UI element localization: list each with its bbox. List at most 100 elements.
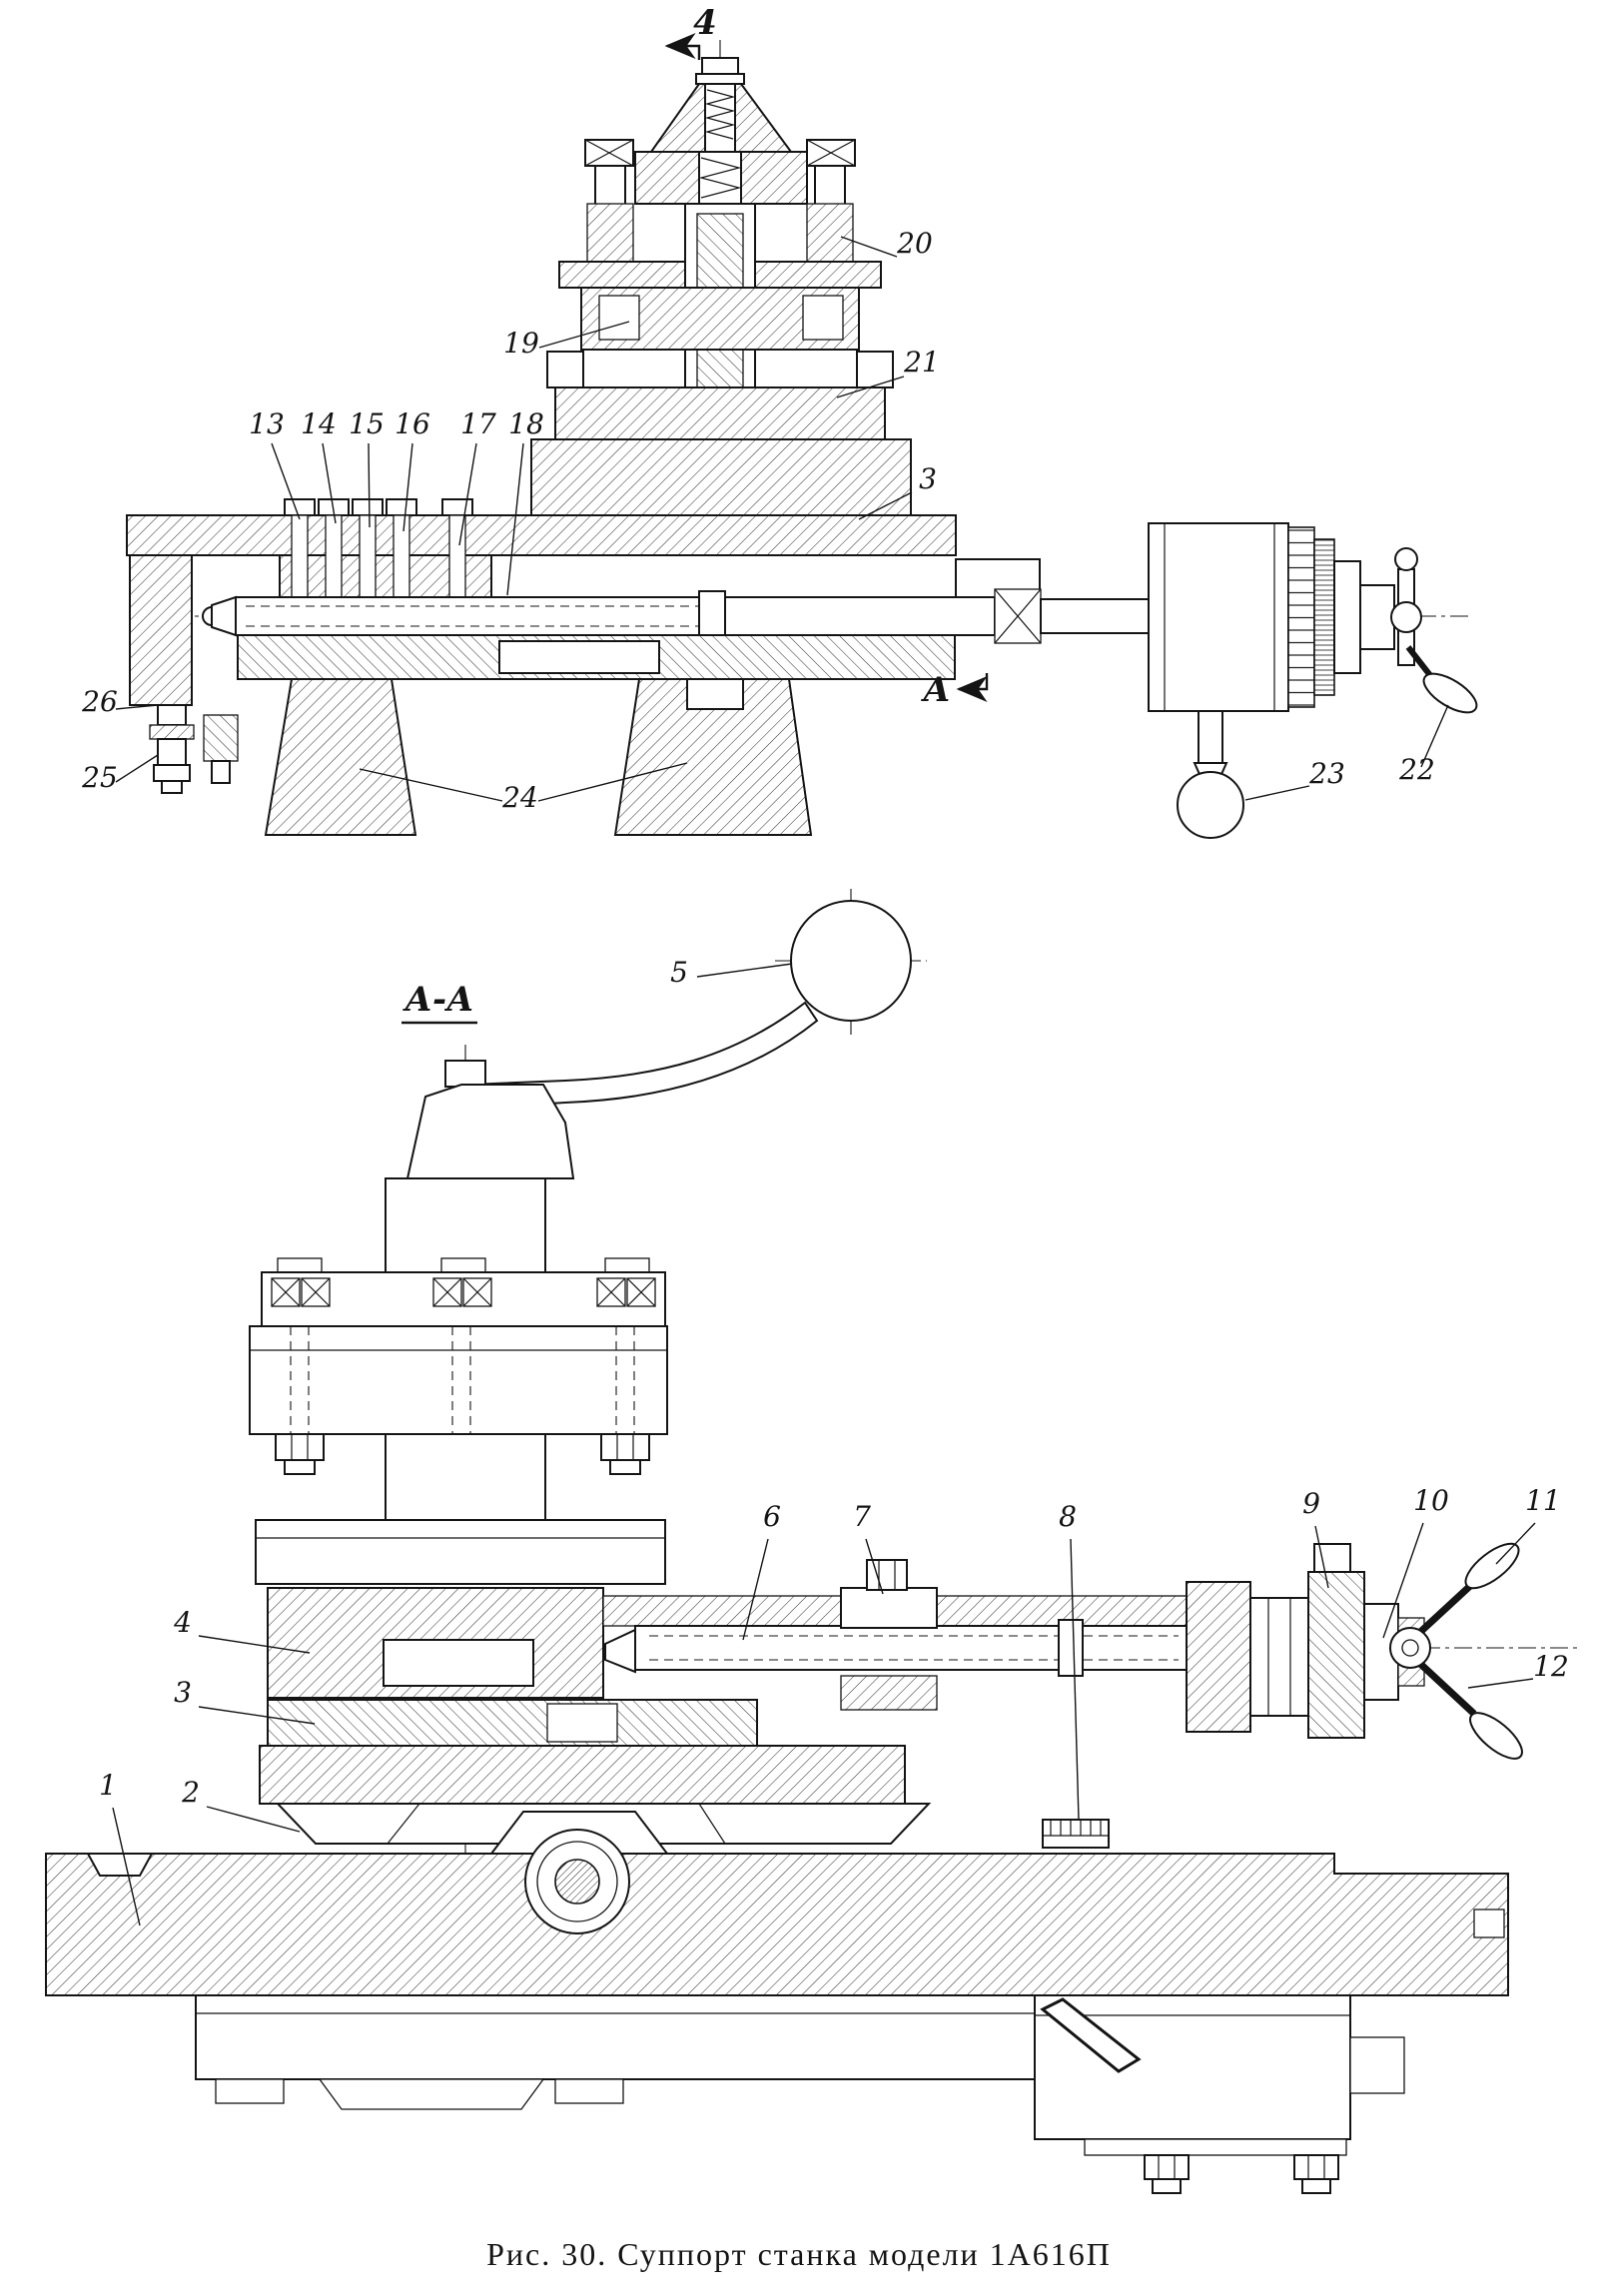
part-number-6: 6 bbox=[763, 1500, 781, 1533]
leader-line-23 bbox=[1244, 785, 1310, 801]
callout-6: 6 bbox=[742, 1500, 781, 1641]
leader-line-18 bbox=[506, 442, 524, 596]
callout-3: 3 bbox=[858, 462, 937, 520]
flange-bolt bbox=[600, 1433, 650, 1475]
leader-line-9 bbox=[1314, 1525, 1329, 1589]
leader-line-14 bbox=[322, 442, 337, 524]
leader-line-12 bbox=[1467, 1678, 1534, 1689]
callout-9: 9 bbox=[1302, 1487, 1329, 1589]
part-number-16: 16 bbox=[395, 407, 430, 440]
callout-24: 24 bbox=[359, 762, 688, 814]
part-number-11: 11 bbox=[1525, 1484, 1561, 1517]
dial-handwheel-assembly bbox=[1148, 522, 1478, 839]
part-number-3: 3 bbox=[174, 1676, 192, 1709]
callout-2: 2 bbox=[181, 1776, 301, 1833]
leader-line-25 bbox=[115, 754, 159, 783]
callout-21: 21 bbox=[836, 346, 940, 398]
lock-lever bbox=[1040, 1997, 1142, 2073]
graduated-dial bbox=[1287, 526, 1315, 708]
callout-7: 7 bbox=[853, 1500, 884, 1595]
upper-slide-4 bbox=[267, 1587, 604, 1699]
part-number-4: 4 bbox=[173, 1606, 192, 1639]
callout-17: 17 bbox=[458, 407, 496, 546]
leader-line-21 bbox=[836, 376, 905, 398]
foundation-bolt bbox=[1293, 2154, 1339, 2194]
part-number-12: 12 bbox=[1533, 1650, 1569, 1683]
crank-handle-22 bbox=[1390, 547, 1478, 714]
callout-13: 13 bbox=[249, 407, 301, 520]
leader-line-13 bbox=[271, 442, 301, 520]
leader-line-1 bbox=[112, 1807, 141, 1926]
part-number-2: 2 bbox=[181, 1776, 200, 1809]
part-number-5: 5 bbox=[670, 956, 688, 989]
leader-line-3 bbox=[858, 491, 913, 520]
callout-1: 1 bbox=[99, 1769, 141, 1926]
leader-line-26 bbox=[115, 704, 159, 710]
ball-knob bbox=[790, 900, 912, 1022]
callout-22: 22 bbox=[1398, 704, 1449, 786]
callout-25: 25 bbox=[81, 754, 159, 794]
section-label: А-А bbox=[401, 980, 474, 1020]
callout-15: 15 bbox=[349, 407, 385, 528]
callout-11: 11 bbox=[1495, 1484, 1561, 1565]
part-number-14: 14 bbox=[301, 407, 337, 440]
callout-18: 18 bbox=[506, 407, 544, 596]
crank-knob-12 bbox=[1469, 1712, 1523, 1760]
part-number-9: 9 bbox=[1302, 1487, 1320, 1520]
leader-line-7 bbox=[865, 1538, 884, 1595]
part-number-1: 1 bbox=[99, 1769, 117, 1802]
callout-20: 20 bbox=[840, 227, 933, 260]
leader-line-2 bbox=[206, 1806, 301, 1833]
cut-label-4: 4 bbox=[693, 3, 717, 43]
part-number-20: 20 bbox=[896, 227, 933, 260]
part-number-17: 17 bbox=[460, 407, 496, 440]
figure-caption: Рис. 30. Суппорт станка модели 1А616П bbox=[486, 2236, 1112, 2272]
part-number-19: 19 bbox=[503, 327, 539, 360]
callout-14: 14 bbox=[301, 407, 337, 524]
callout-19: 19 bbox=[503, 321, 630, 360]
part-number-22: 22 bbox=[1398, 753, 1435, 786]
leader-line-24 bbox=[359, 768, 503, 802]
leader-line-3 bbox=[198, 1706, 316, 1725]
leader-line-19 bbox=[538, 321, 630, 349]
bearing-bracket-7 bbox=[840, 1559, 938, 1711]
part-number-8: 8 bbox=[1059, 1500, 1077, 1533]
screw-bearing-housing bbox=[1186, 1543, 1425, 1739]
swivel-column bbox=[249, 1060, 668, 1585]
flange-bolt bbox=[275, 1433, 325, 1475]
part-number-3: 3 bbox=[919, 462, 937, 495]
part-number-24: 24 bbox=[501, 781, 538, 814]
callout-26: 26 bbox=[81, 685, 159, 718]
section-a-a-view: А-А bbox=[45, 889, 1578, 2194]
part-number-26: 26 bbox=[81, 685, 118, 718]
leader-line-5 bbox=[696, 963, 793, 978]
longitudinal-section-view: 4 А bbox=[126, 3, 1478, 839]
part-number-15: 15 bbox=[349, 407, 385, 440]
leader-line-20 bbox=[840, 236, 898, 258]
callout-3: 3 bbox=[174, 1676, 316, 1725]
leader-line-11 bbox=[1495, 1522, 1536, 1565]
leader-line-16 bbox=[402, 442, 413, 532]
callout-4: 4 bbox=[173, 1606, 311, 1654]
rack-gear-8 bbox=[1042, 1819, 1110, 1849]
leader-line-24 bbox=[537, 762, 688, 802]
leader-line-17 bbox=[458, 442, 477, 546]
leader-line-15 bbox=[368, 442, 371, 528]
left-adjust-bolts bbox=[149, 704, 239, 794]
slide-body-and-screw bbox=[126, 498, 1150, 836]
part-number-13: 13 bbox=[249, 407, 285, 440]
leader-line-10 bbox=[1382, 1522, 1424, 1639]
part-number-10: 10 bbox=[1413, 1484, 1449, 1517]
part-number-25: 25 bbox=[81, 761, 118, 794]
cross-feed-screw bbox=[602, 1542, 1523, 1760]
double-crank-handle bbox=[1389, 1542, 1523, 1760]
section-cut-marker-side: А bbox=[920, 670, 989, 710]
knurled-ring bbox=[1313, 538, 1335, 696]
apron bbox=[195, 1994, 1036, 2110]
leader-line-6 bbox=[742, 1538, 769, 1641]
callout-16: 16 bbox=[395, 407, 430, 532]
section-cut-marker-top: 4 bbox=[664, 3, 717, 60]
